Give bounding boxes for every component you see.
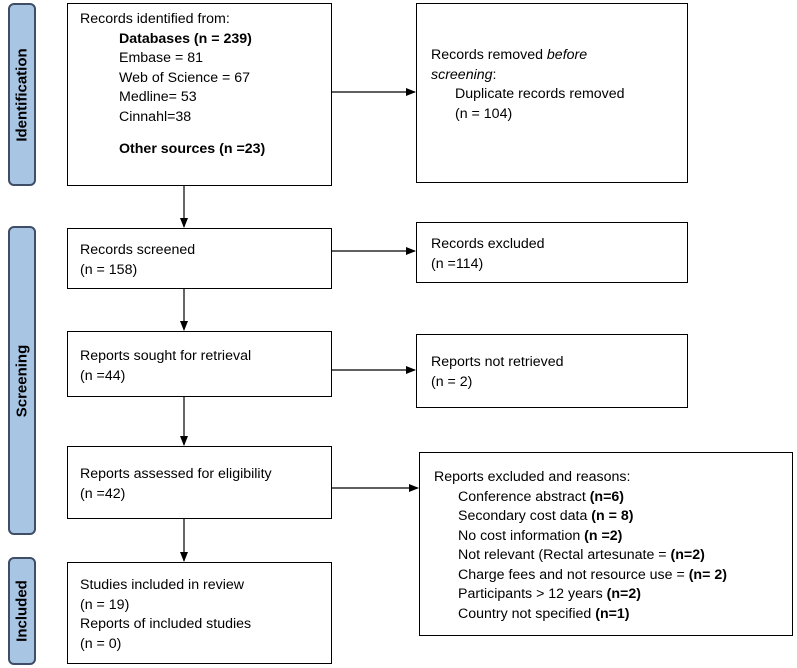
records-screened-title: Records screened bbox=[80, 242, 196, 258]
duplicate-records-label: Duplicate records removed bbox=[455, 86, 625, 102]
reports-sought-box: Reports sought for retrieval (n =44) bbox=[67, 331, 332, 397]
reason-secondary-cost-data: Secondary cost data (n = 8) bbox=[458, 508, 634, 524]
records-identified-box: Records identified from: Databases (n = … bbox=[67, 3, 332, 186]
embase-count: Embase = 81 bbox=[119, 50, 203, 66]
records-screened-box: Records screened (n = 158) bbox=[67, 228, 332, 289]
reports-excluded-reasons-box: Reports excluded and reasons: Conference… bbox=[419, 452, 793, 636]
cinnahl-count: Cinnahl=38 bbox=[119, 108, 192, 125]
reason-charge-fees: Charge fees and not resource use = (n= 2… bbox=[458, 566, 727, 583]
studies-included-count: (n = 19) bbox=[80, 596, 130, 613]
reports-assessed-count: (n =42) bbox=[80, 485, 126, 502]
medline-count: Medline= 53 bbox=[119, 89, 197, 105]
records-identified-heading: Records identified from: bbox=[80, 11, 230, 27]
reports-sought-count: (n =44) bbox=[80, 367, 126, 384]
databases-count: Databases (n = 239) bbox=[119, 30, 252, 47]
duplicate-records-count: (n = 104) bbox=[455, 105, 513, 122]
records-screened-count: (n = 158) bbox=[80, 261, 138, 278]
excluded-reasons-heading: Reports excluded and reasons: bbox=[434, 469, 631, 485]
stage-included: Included bbox=[8, 557, 36, 665]
reason-conference-abstract: Conference abstract (n=6) bbox=[458, 488, 624, 505]
records-excluded-title: Records excluded bbox=[431, 236, 545, 252]
stage-identification: Identification bbox=[8, 3, 36, 186]
reason-country-not-specified: Country not specified (n=1) bbox=[458, 605, 630, 622]
studies-included-box: Studies included in review (n = 19) Repo… bbox=[67, 562, 332, 664]
reports-assessed-box: Reports assessed for eligibility (n =42) bbox=[67, 446, 332, 519]
reports-included-count: (n = 0) bbox=[80, 635, 122, 652]
reports-not-retrieved-title: Reports not retrieved bbox=[431, 354, 564, 370]
reports-assessed-title: Reports assessed for eligibility bbox=[80, 466, 272, 482]
records-excluded-box: Records excluded (n =114) bbox=[416, 222, 688, 283]
reason-participants-age: Participants > 12 years (n=2) bbox=[458, 586, 641, 602]
reason-no-cost-information: No cost information (n =2) bbox=[458, 527, 623, 544]
other-sources-count: Other sources (n =23) bbox=[119, 141, 266, 157]
reason-not-relevant: Not relevant (Rectal artesunate = (n=2) bbox=[458, 547, 705, 563]
reports-sought-title: Reports sought for retrieval bbox=[80, 348, 252, 364]
reports-included-title: Reports of included studies bbox=[80, 616, 252, 632]
records-removed-line1: Records removed before bbox=[431, 47, 588, 63]
stage-screening: Screening bbox=[8, 226, 36, 535]
wos-count: Web of Science = 67 bbox=[119, 69, 251, 86]
records-excluded-count: (n =114) bbox=[431, 255, 484, 272]
reports-not-retrieved-count: (n = 2) bbox=[431, 373, 473, 390]
studies-included-title: Studies included in review bbox=[80, 577, 245, 593]
records-removed-line2: screening: bbox=[431, 66, 497, 83]
reports-not-retrieved-box: Reports not retrieved (n = 2) bbox=[416, 334, 688, 408]
records-removed-box: Records removed before screening: Duplic… bbox=[416, 3, 688, 183]
